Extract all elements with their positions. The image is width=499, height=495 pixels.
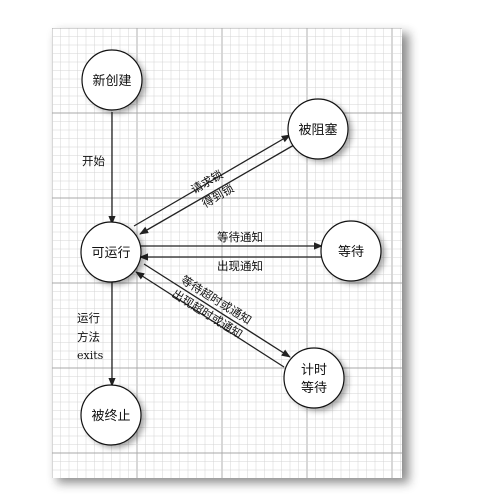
label-run-method-line2: 方法 — [77, 330, 100, 344]
state-runnable-label: 可运行 — [91, 246, 130, 261]
label-notify: 出现通知 — [217, 259, 263, 273]
state-waiting-label: 等待 — [338, 244, 364, 260]
label-run-method-line1: 运行 — [77, 311, 100, 325]
arrow-runnable-to-blocked — [133, 134, 291, 227]
state-nodes: 新创建 被阻塞 可运行 等待 计时 等待 — [80, 49, 385, 448]
state-blocked-label: 被阻塞 — [298, 122, 337, 138]
label-start: 开始 — [82, 154, 105, 168]
arrow-timed-waiting-to-runnable — [135, 271, 285, 368]
state-timed-waiting: 计时 等待 — [283, 347, 348, 411]
label-run-method-line3: exits — [77, 349, 104, 362]
transition-arrows — [108, 112, 323, 387]
state-terminated-label: 被终止 — [91, 408, 130, 424]
state-timed-waiting-label-line1: 计时 — [301, 363, 327, 378]
state-terminated: 被终止 — [80, 384, 145, 448]
arrow-runnable-to-timed-waiting — [143, 263, 291, 358]
arrow-blocked-to-runnable — [139, 144, 295, 235]
state-blocked: 被阻塞 — [287, 98, 352, 162]
state-runnable: 可运行 — [80, 221, 145, 285]
label-wait-notify: 等待通知 — [217, 230, 263, 244]
state-new-label: 新创建 — [92, 73, 131, 89]
state-new: 新创建 — [81, 49, 146, 113]
state-timed-waiting-label-line2: 等待 — [301, 380, 327, 396]
state-waiting: 等待 — [320, 220, 385, 284]
